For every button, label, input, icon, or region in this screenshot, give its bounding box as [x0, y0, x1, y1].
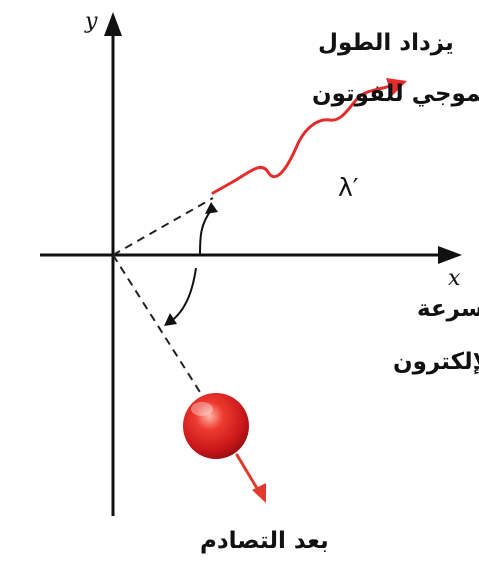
y-axis-arrowhead: [104, 12, 122, 36]
wavelength-symbol: λ′: [338, 173, 359, 202]
x-axis-arrowhead: [438, 246, 462, 264]
photon-direction-dashed-line: [113, 198, 213, 255]
y-axis-label: y: [84, 9, 98, 34]
electron-label-line1: تزداد سرعة: [417, 296, 479, 322]
photon-label-line1: يزداد الطول: [318, 30, 454, 56]
photon-angle-arc: [200, 202, 218, 255]
y-axis: [104, 12, 122, 516]
electron-ball: [183, 393, 249, 459]
x-axis-label: x: [448, 266, 461, 291]
electron-highlight: [191, 402, 213, 416]
electron-label-line2: الإلكترون: [393, 349, 479, 375]
x-axis: [40, 246, 462, 264]
electron-angle-arc: [164, 268, 196, 326]
caption-after-collision: بعد التصادم: [200, 528, 329, 554]
photon-label-line2: الموجي للفوتون: [312, 81, 479, 107]
electron-direction-dashed-line: [113, 255, 205, 400]
electron-velocity-arrow: [237, 455, 266, 503]
